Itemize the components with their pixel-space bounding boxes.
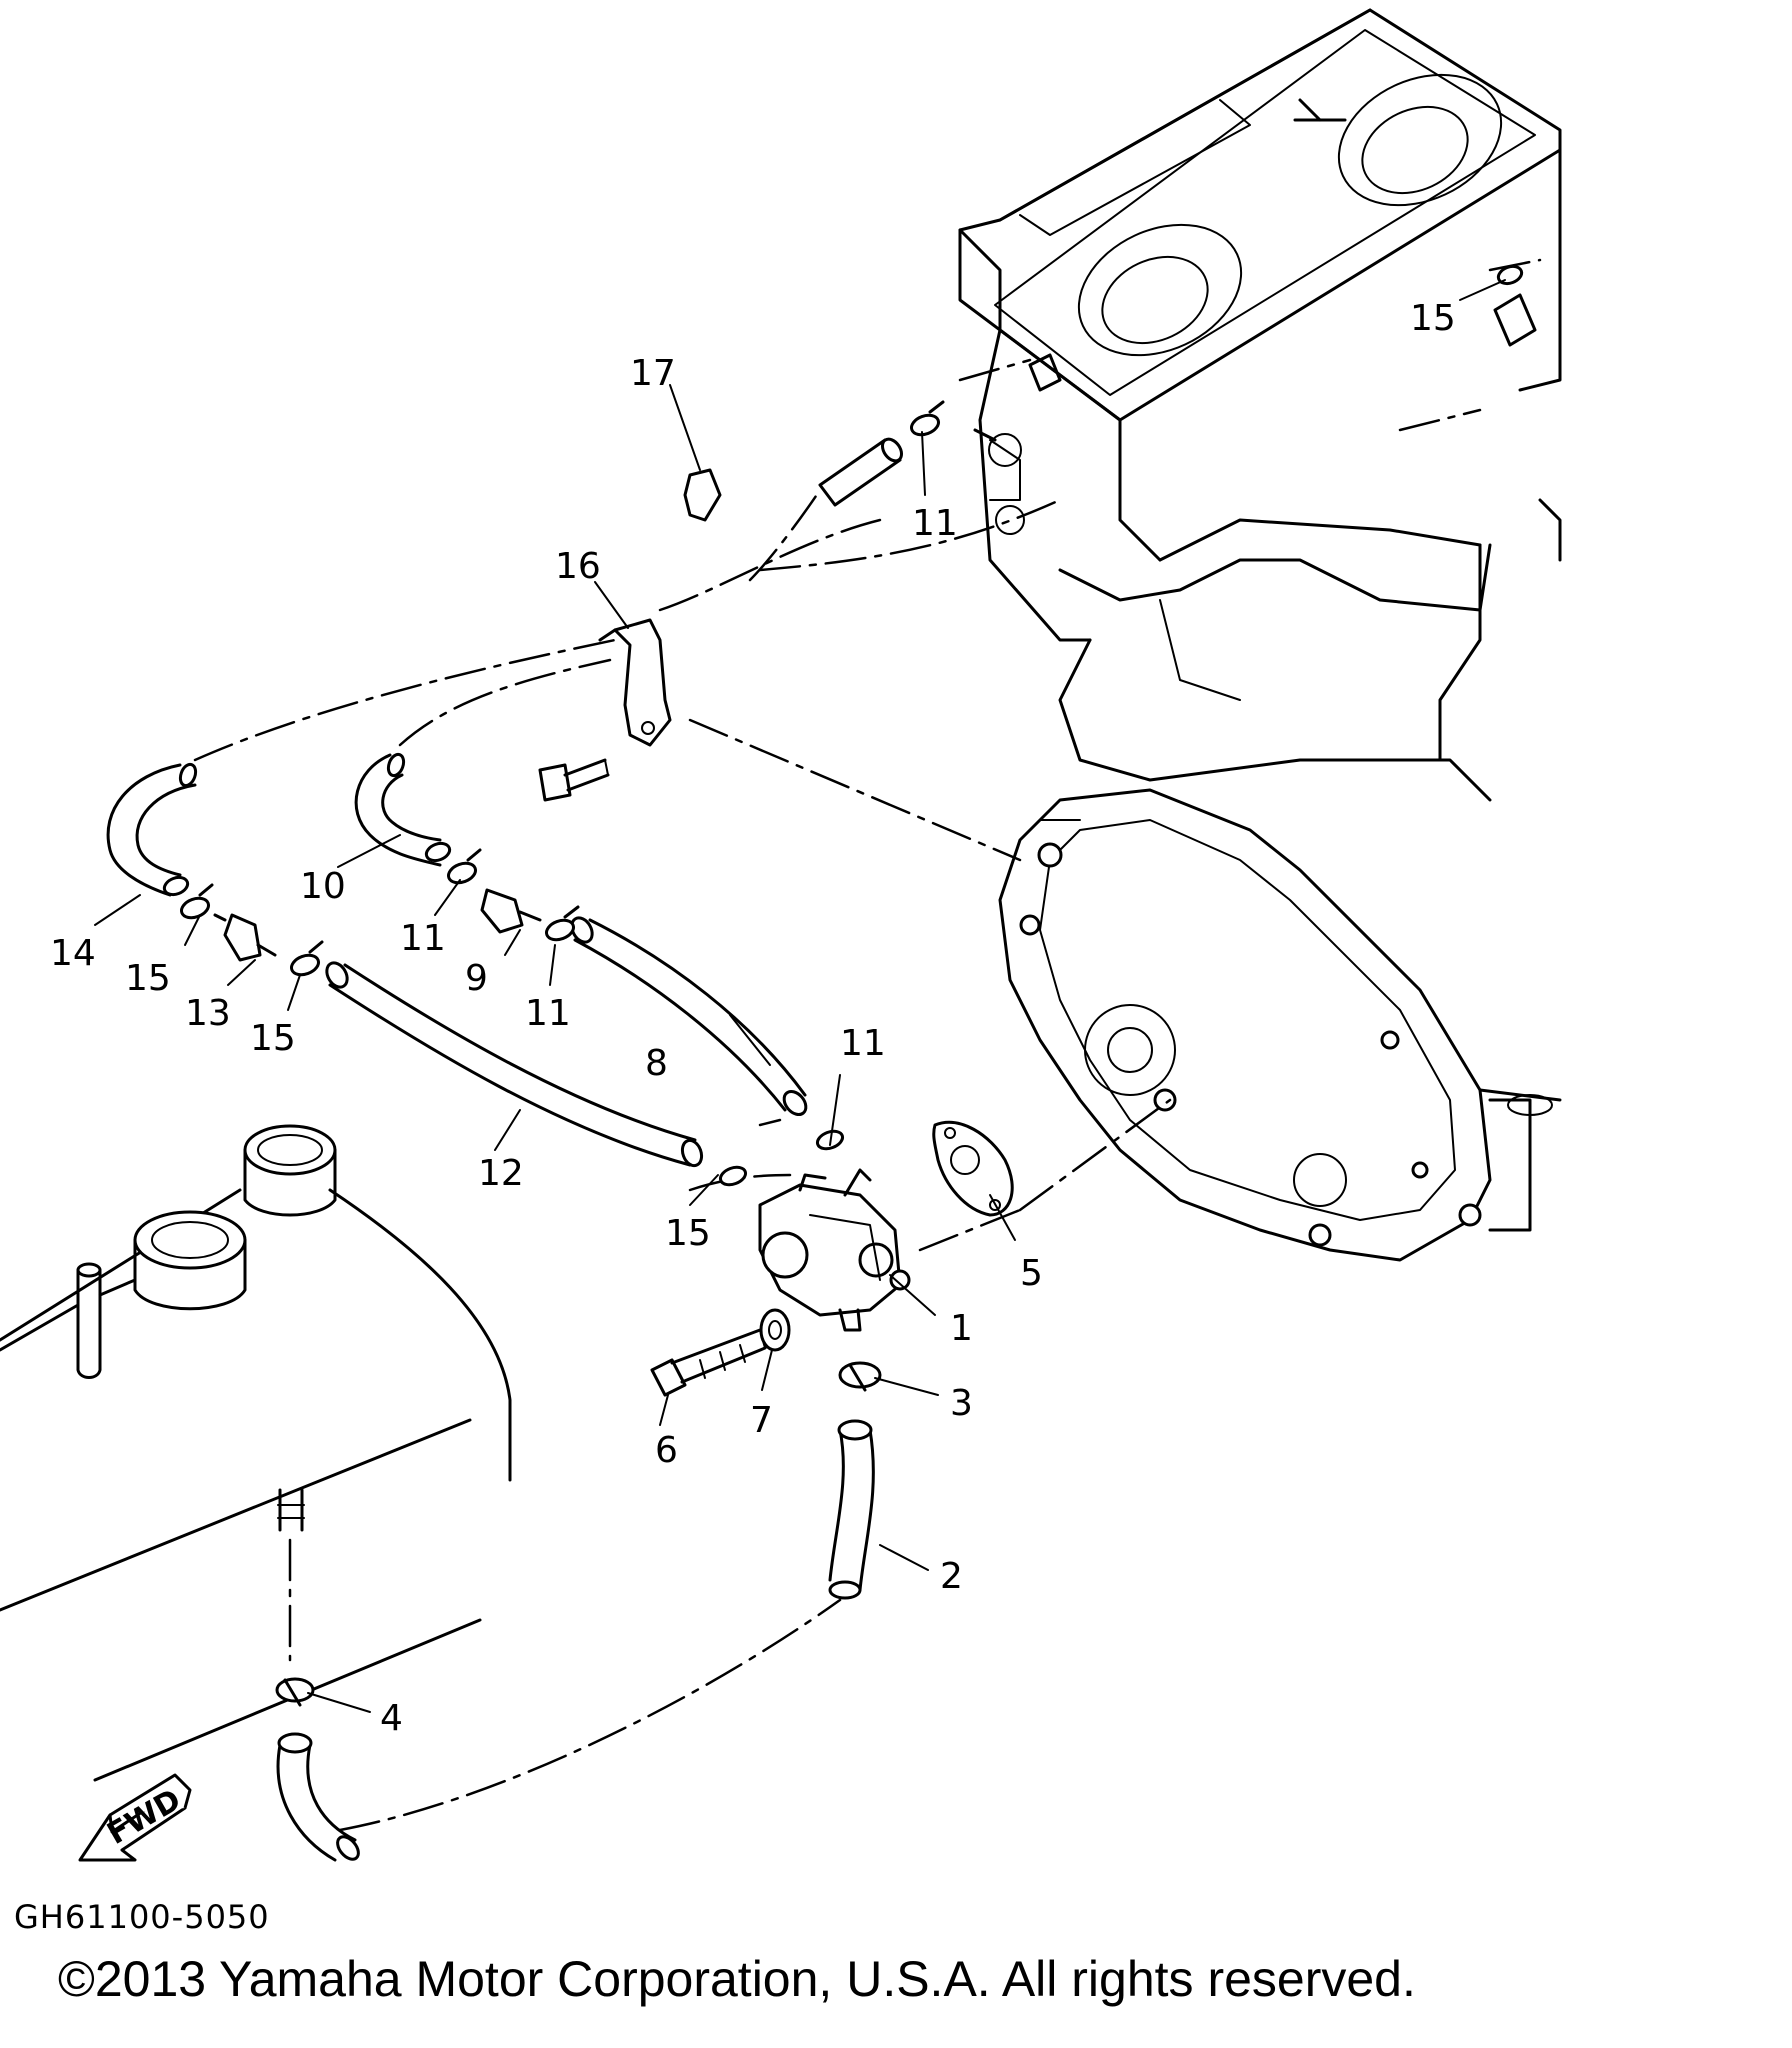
oil-tank: [0, 1124, 512, 1782]
callout-11-a: 11: [400, 918, 446, 959]
copyright-notice: ©2013 Yamaha Motor Corporation, U.S.A. A…: [58, 1951, 1416, 2007]
callout-11-c: 11: [912, 503, 958, 544]
callout-11-b: 11: [525, 993, 571, 1034]
callout-1: 1: [950, 1308, 973, 1349]
engine-head: [958, 8, 1562, 802]
diagram-code: GH61100-5050: [14, 1898, 270, 1936]
hoses: [106, 293, 1537, 1862]
callout-13: 13: [185, 993, 231, 1034]
crankcase-cover: [998, 788, 1562, 1262]
callout-4: 4: [380, 1698, 403, 1739]
leader-lines: [94, 279, 1506, 1713]
callout-15-b: 15: [250, 1018, 296, 1059]
callout-9: 9: [465, 958, 488, 999]
callout-3: 3: [950, 1383, 973, 1424]
callout-15-a: 15: [125, 958, 171, 999]
callout-11-d: 11: [840, 1023, 886, 1064]
small-parts: [179, 264, 1524, 1707]
callout-16: 16: [555, 546, 601, 587]
callout-8: 8: [645, 1043, 668, 1084]
callout-10: 10: [300, 866, 346, 907]
phantom-lines: [193, 258, 1542, 1832]
callout-6: 6: [655, 1430, 678, 1471]
callout-15-d: 15: [1410, 298, 1456, 339]
callout-15-c: 15: [665, 1213, 711, 1254]
callout-2: 2: [940, 1556, 963, 1597]
callout-7: 7: [750, 1400, 773, 1441]
callout-14: 14: [50, 933, 96, 974]
callout-labels: 1 2 3 4 5 6 7 8 9 10 11 11 11 11 12 13 1…: [50, 298, 1456, 1739]
callout-17: 17: [630, 353, 676, 394]
callout-12: 12: [478, 1153, 524, 1194]
fwd-arrow: FWD: [78, 1773, 192, 1862]
callout-5: 5: [1020, 1253, 1043, 1294]
